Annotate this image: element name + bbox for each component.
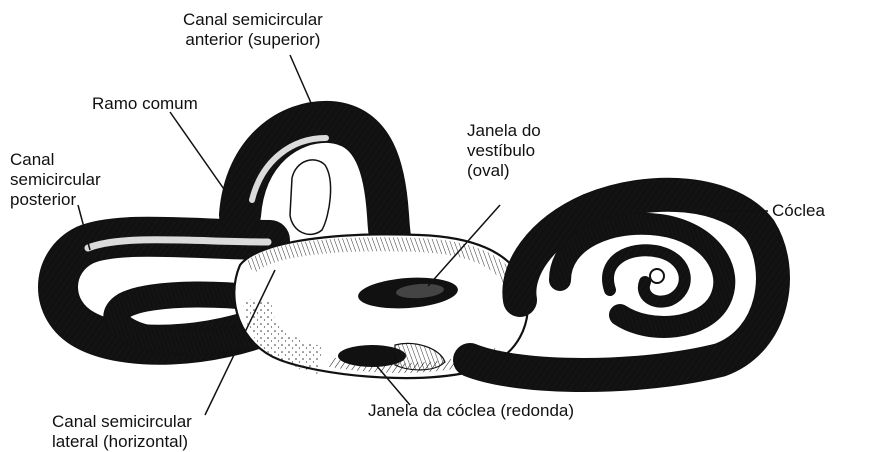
label-common-crus: Ramo comum xyxy=(92,94,198,114)
cochlea-shape xyxy=(470,195,773,375)
label-round-window: Janela da cóclea (redonda) xyxy=(368,401,574,421)
label-posterior-canal: Canal semicircular posterior xyxy=(10,150,101,210)
label-lateral-canal: Canal semicircular lateral (horizontal) xyxy=(52,412,192,452)
label-oval-window: Janela do vestíbulo (oval) xyxy=(467,121,541,181)
label-anterior-canal: Canal semicircular anterior (superior) xyxy=(183,10,323,50)
leader-common-crus xyxy=(170,112,240,212)
label-cochlea: Cóclea xyxy=(772,201,825,221)
